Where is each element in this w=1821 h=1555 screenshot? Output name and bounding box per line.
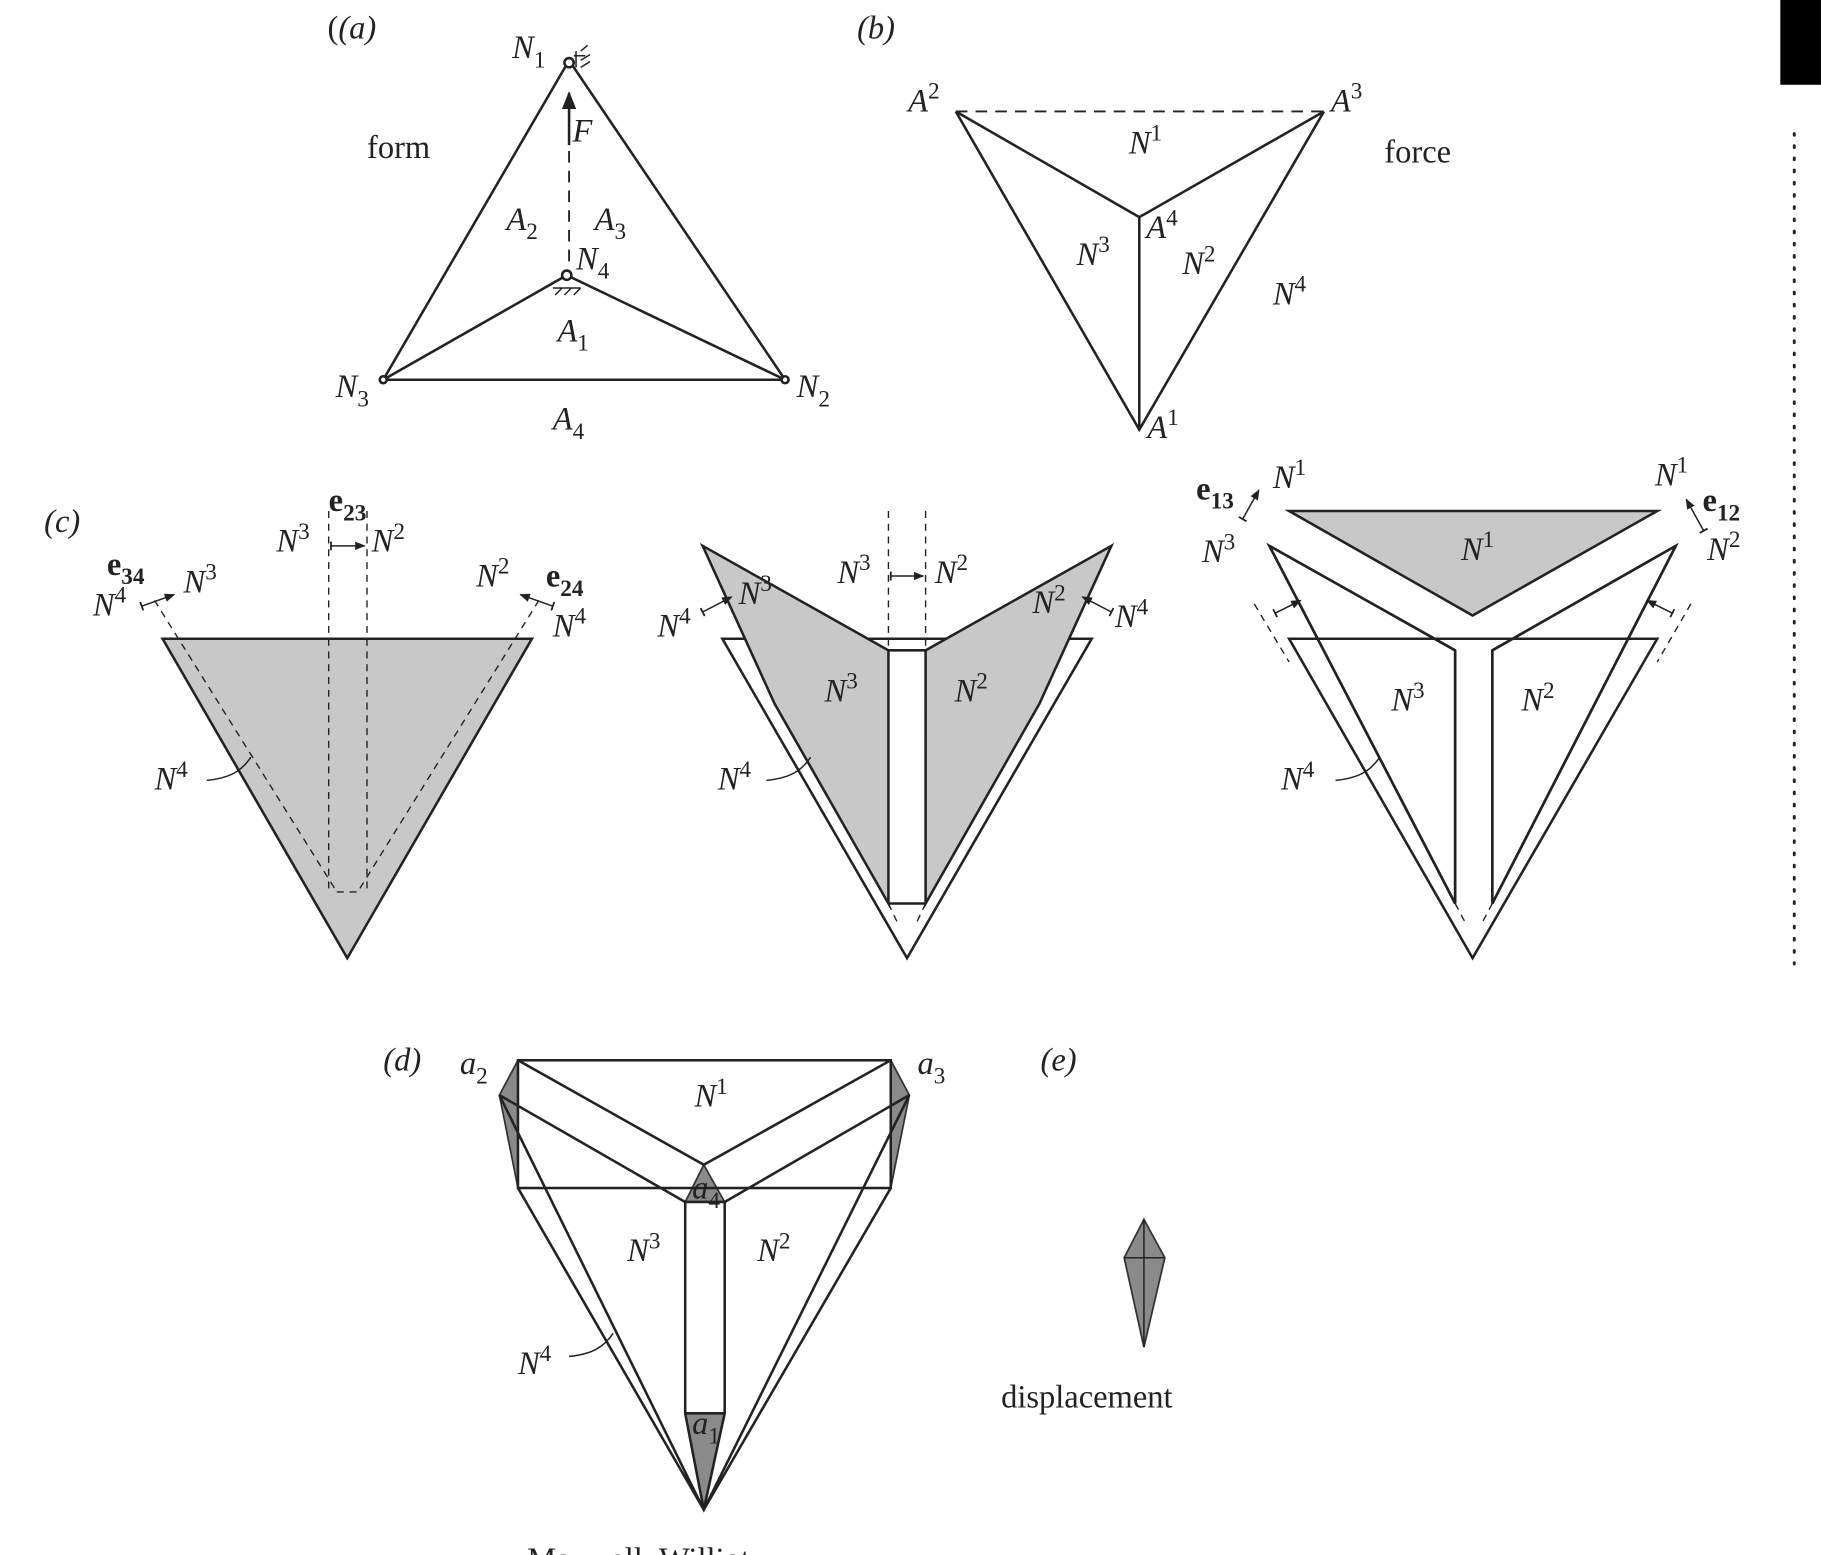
label-A1: A1 (1145, 405, 1178, 446)
label-N3: N3 (824, 669, 858, 710)
label-N4: N4 (153, 757, 188, 798)
label-N3: N3 (1201, 529, 1235, 570)
label-N2: N2 (1031, 580, 1065, 621)
panel-a-form-diagram: ((a) form N1 F A2 A3 N4 A1 N3 N2 A4 (328, 10, 830, 445)
label-A3: A3 (593, 202, 626, 245)
panel-d-maxwell-williot-diagram: (d) a2 a3 N1 a4 N3 N2 N4 a1 Maxwell–Will… (383, 1043, 945, 1555)
caption-form: form (367, 130, 430, 166)
label-A2: A2 (504, 202, 537, 245)
page-margin (1780, 0, 1821, 966)
label-e34: e34 (107, 547, 145, 590)
panel-label-a: ((a) (328, 10, 377, 46)
label-N1: N1 (1654, 453, 1688, 494)
label-a1: a1 (692, 1406, 720, 1449)
panel-label-d: (d) (383, 1043, 421, 1079)
label-N2: N2 (796, 369, 830, 412)
label-N2: N2 (1706, 527, 1740, 568)
label-e13: e13 (1196, 471, 1234, 514)
label-N1: N1 (693, 1074, 727, 1115)
label-N4: N4 (1114, 594, 1149, 635)
label-N4: N4 (717, 757, 752, 798)
label-A1: A1 (555, 313, 588, 356)
panel-c-step-1: (c) e34 N3 N4 e23 N3 N2 N2 e24 N4 N4 (44, 483, 587, 961)
label-N3: N3 (1076, 232, 1110, 273)
panel-label-c: (c) (44, 504, 80, 540)
label-N2: N2 (475, 554, 509, 595)
label-A2: A2 (906, 79, 939, 120)
label-N1: N1 (1272, 455, 1306, 496)
label-e12: e12 (1703, 483, 1741, 526)
label-N2: N2 (371, 519, 405, 560)
panel-e-displacement: (e) displacement (1001, 1043, 1172, 1416)
label-a3: a3 (917, 1046, 945, 1089)
label-e23: e23 (329, 483, 367, 526)
label-N2: N2 (1520, 678, 1554, 719)
label-a4: a4 (692, 1170, 720, 1213)
label-N4: N4 (656, 604, 691, 645)
panel-label-b: (b) (857, 10, 895, 46)
label-F: F (572, 114, 594, 150)
label-N4: N4 (1280, 757, 1315, 798)
label-N4: N4 (92, 583, 127, 624)
caption-displacement: displacement (1001, 1380, 1172, 1416)
label-N2: N2 (756, 1228, 790, 1269)
label-N1: N1 (511, 30, 545, 73)
label-N3: N3 (275, 519, 309, 560)
label-N3: N3 (1390, 678, 1424, 719)
panel-label-e: (e) (1041, 1043, 1077, 1079)
label-N4: N4 (575, 241, 610, 284)
panel-c-step-3: e13 N1 N3 N1 e12 N2 N1 N3 N2 N4 (1196, 453, 1741, 961)
label-A4: A4 (551, 402, 585, 445)
panel-b-force-diagram: (b) force A2 A3 N1 A4 N3 N2 N4 A1 (857, 10, 1451, 445)
label-N4: N4 (552, 604, 587, 645)
label-N1: N1 (1460, 527, 1494, 568)
panel-c-step-2: N4 N3 N3 N2 N2 N4 N3 N2 N4 (656, 510, 1149, 961)
caption-force: force (1384, 135, 1451, 171)
caption-maxwell-williot: Maxwell–Williot (527, 1542, 750, 1555)
support-icon (552, 287, 582, 296)
label-N4: N4 (517, 1341, 552, 1382)
label-N3: N3 (626, 1228, 660, 1269)
label-N3: N3 (738, 571, 772, 612)
label-N3: N3 (335, 369, 369, 412)
label-N4: N4 (1272, 271, 1307, 312)
support-icon (573, 44, 591, 68)
label-N3: N3 (183, 559, 217, 600)
label-N2: N2 (934, 550, 968, 591)
label-a2: a2 (460, 1046, 488, 1089)
label-N2: N2 (954, 669, 988, 710)
label-A3: A3 (1329, 79, 1362, 120)
label-N3: N3 (836, 550, 870, 591)
label-e24: e24 (546, 558, 584, 601)
label-A4: A4 (1144, 205, 1178, 246)
label-N2: N2 (1181, 241, 1215, 282)
label-N1: N1 (1128, 121, 1162, 162)
